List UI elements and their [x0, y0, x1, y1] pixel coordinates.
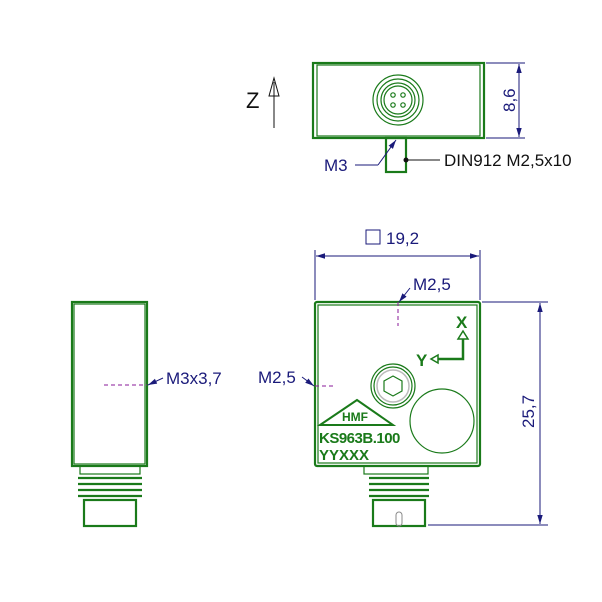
- top-view-body: [311, 61, 486, 140]
- mounting-screw: [384, 136, 408, 174]
- y-axis-label: Y: [416, 351, 428, 370]
- logo-text: HMF: [342, 410, 368, 424]
- m3x3-7-thread-label: M3x3,7: [166, 369, 222, 388]
- hmf-logo: HMF: [316, 398, 397, 426]
- side-m2-5-label: M2,5: [258, 368, 296, 387]
- square-symbol: [365, 229, 381, 245]
- axis-indicator: X Y: [416, 313, 470, 370]
- screw-spec-label: DIN912 M2,5x10: [444, 151, 572, 170]
- z-axis-arrow: [268, 76, 280, 128]
- height-dimension-front: 25,7: [519, 395, 538, 428]
- hex-screw-head: [370, 363, 416, 409]
- height-dimension: 8,6: [500, 88, 519, 112]
- connector-pins: [372, 74, 424, 126]
- sensor-circle: [409, 388, 475, 454]
- top-m2-5-label: M2,5: [413, 275, 451, 294]
- x-axis-label: X: [456, 313, 468, 332]
- serial-number: YYXXX: [319, 447, 369, 464]
- top-view: Z 8,6 M3 DIN912 M2,5x10: [246, 61, 572, 175]
- m3-thread-label: M3: [324, 156, 348, 175]
- width-dimension: 19,2: [386, 229, 419, 248]
- side-view: M3x3,7: [70, 300, 222, 528]
- model-number: KS963B.100: [319, 430, 400, 447]
- z-axis-label: Z: [246, 88, 259, 113]
- side-view-body: [70, 300, 149, 468]
- front-view: 19,2 M2,5 M2,5 X Y HMF KS963B.100 YYXXX: [258, 229, 548, 528]
